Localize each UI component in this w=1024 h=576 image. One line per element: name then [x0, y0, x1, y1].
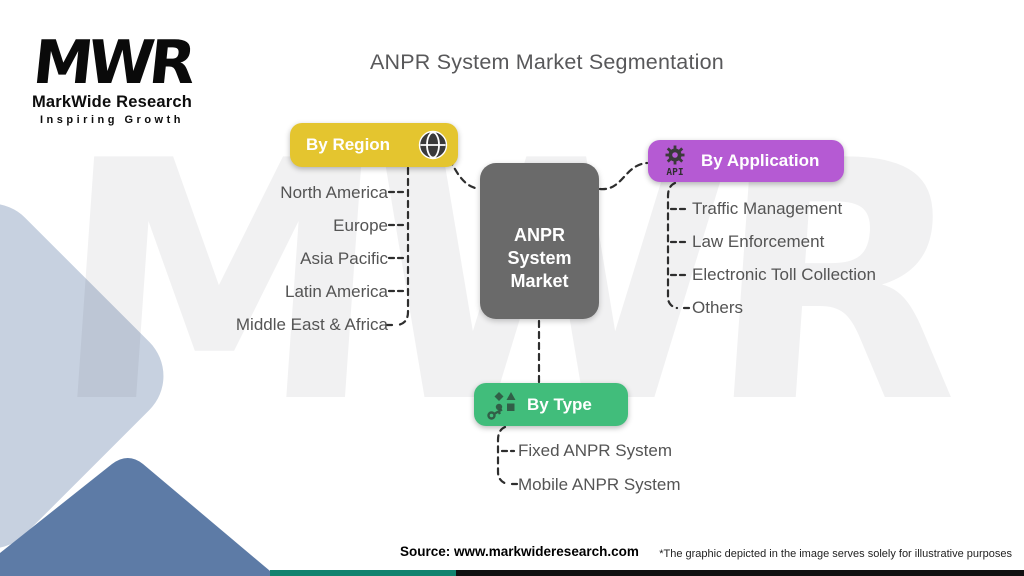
list-item: Fixed ANPR System	[518, 441, 672, 460]
mwr-logo: MWR MarkWide Research Inspiring Growth	[28, 28, 196, 126]
center-node-line: Market	[510, 270, 569, 291]
type-list: Fixed ANPR System Mobile ANPR System	[518, 434, 768, 502]
list-item: Middle East & Africa	[235, 315, 388, 334]
source-text: Source: www.markwideresearch.com	[400, 544, 639, 559]
bottom-bar-black	[456, 570, 1024, 576]
disclaimer-text: *The graphic depicted in the image serve…	[659, 548, 1012, 560]
region-badge: By Region	[290, 123, 458, 167]
region-badge-label: By Region	[306, 135, 391, 154]
list-item: Latin America	[285, 282, 388, 301]
list-item: Asia Pacific	[300, 249, 388, 268]
logo-tagline: Inspiring Growth	[40, 114, 184, 126]
region-list: North America Europe Asia Pacific Latin …	[138, 176, 388, 341]
light-diamond-shape	[0, 203, 164, 549]
logo-name: MarkWide Research	[31, 93, 193, 111]
svg-text:API: API	[666, 167, 683, 178]
page-title: ANPR System Market Segmentation	[370, 50, 724, 74]
list-item: Others	[692, 298, 744, 317]
list-item: North America	[280, 183, 388, 202]
list-item: Europe	[333, 216, 388, 235]
center-node: ANPR System Market	[480, 163, 599, 319]
application-badge-label: By Application	[701, 151, 820, 170]
decorative-shapes	[0, 203, 276, 576]
list-item: Mobile ANPR System	[518, 475, 681, 494]
center-node-line: System	[507, 247, 572, 268]
type-badge-label: By Type	[527, 394, 592, 414]
application-badge: API By Application	[648, 140, 844, 182]
application-list: Traffic Management Law Enforcement Elect…	[692, 192, 992, 324]
list-item: Law Enforcement	[692, 232, 825, 251]
globe-icon	[418, 130, 448, 160]
list-item: Traffic Management	[692, 199, 843, 218]
center-node-line: ANPR	[513, 224, 565, 245]
list-item: Electronic Toll Collection	[692, 265, 876, 284]
logo-acronym: MWR	[29, 28, 195, 98]
dark-diamond-shape	[0, 458, 276, 576]
shapes-key-icon	[486, 389, 518, 421]
type-badge: By Type	[474, 383, 628, 426]
bottom-bar-teal	[270, 570, 456, 576]
api-gear-icon: API	[658, 144, 692, 178]
